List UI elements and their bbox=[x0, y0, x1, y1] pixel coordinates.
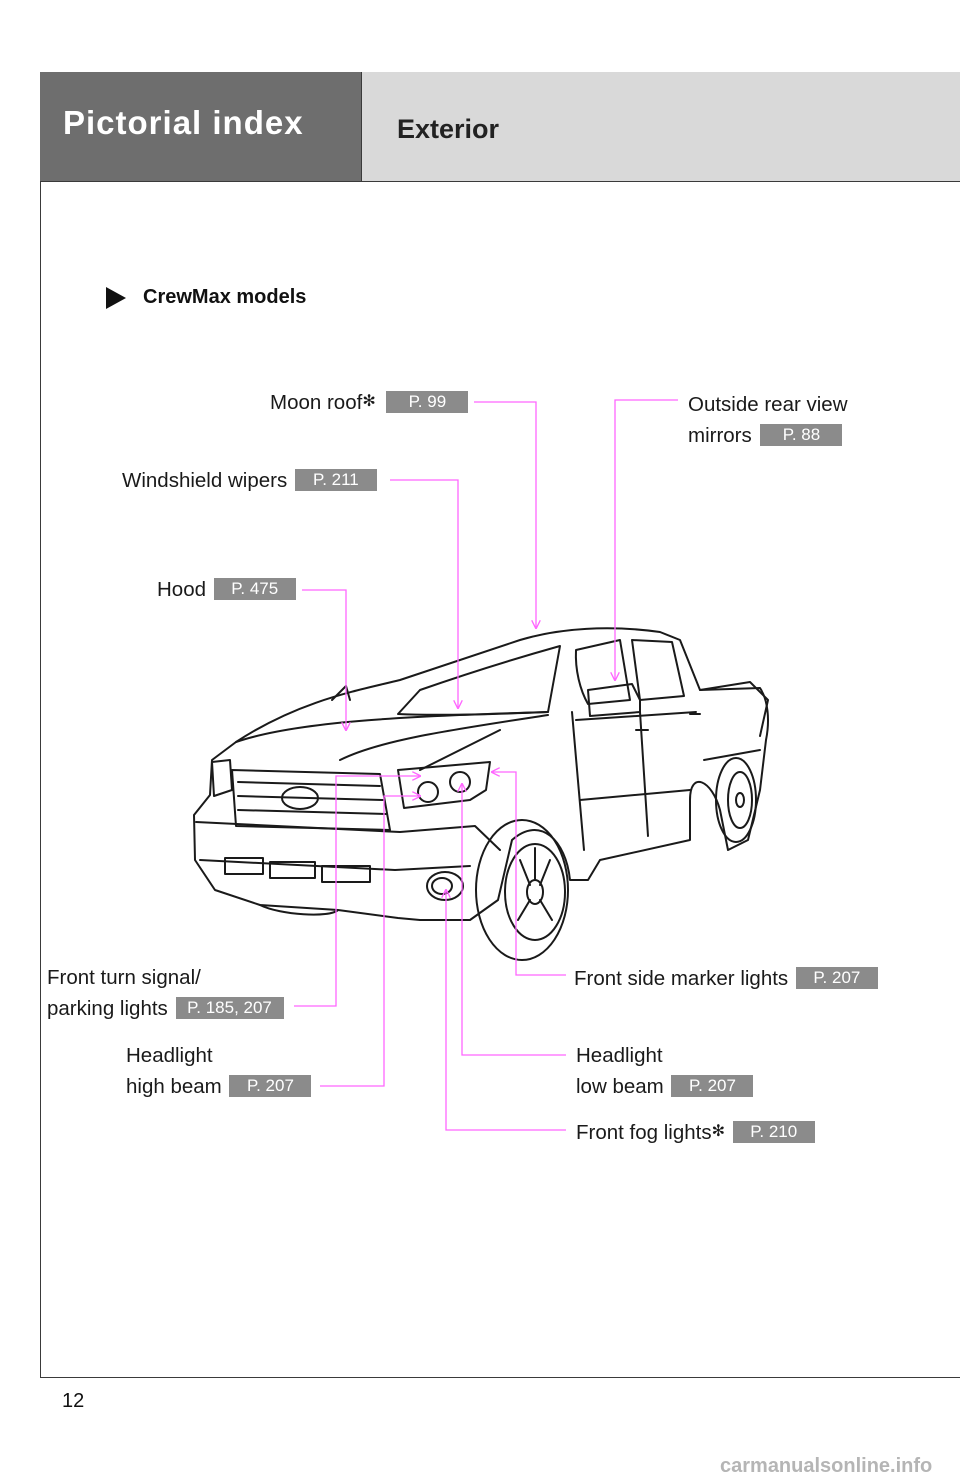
hood-page-link[interactable]: P. 475 bbox=[213, 577, 296, 600]
callout-front-fog-lights: Front fog lights✻ P. 210 bbox=[576, 1117, 815, 1150]
front-side-marker-label: Front side marker lights bbox=[574, 967, 789, 990]
headlight-low-label-line1: Headlight bbox=[576, 1044, 663, 1067]
watermark: carmanualsonline.info bbox=[720, 1455, 933, 1477]
callout-windshield-wipers: Windshield wipers P. 211 bbox=[122, 465, 377, 496]
headlight-low-label-line2: low beam bbox=[576, 1075, 664, 1098]
callout-moon-roof: Moon roof✻ P. 99 bbox=[270, 387, 469, 420]
model-heading-label: CrewMax models bbox=[143, 286, 307, 308]
headlight-high-label-line2: high beam bbox=[126, 1075, 222, 1098]
outside-mirrors-label-line1: Outside rear view bbox=[688, 393, 848, 416]
front-side-marker-page-link[interactable]: P. 207 bbox=[795, 966, 878, 989]
headlight-high-page-link[interactable]: P. 207 bbox=[229, 1074, 312, 1097]
header-title-panel bbox=[40, 72, 362, 182]
leader-lines bbox=[294, 399, 678, 1131]
outside-mirrors-label-line2: mirrors bbox=[688, 424, 752, 447]
front-turn-signal-label-line2: parking lights bbox=[47, 997, 168, 1020]
triangle-bullet-icon bbox=[106, 286, 126, 309]
front-turn-signal-label-line1: Front turn signal/ bbox=[47, 966, 201, 989]
section-title: Exterior bbox=[397, 114, 500, 144]
callout-front-turn-signal: Front turn signal/ parking lights P. 185… bbox=[47, 962, 284, 1024]
callout-outside-mirrors: Outside rear view mirrors P. 88 bbox=[688, 389, 848, 451]
callout-headlight-high-beam: Headlight high beam P. 207 bbox=[126, 1040, 312, 1102]
windshield-wipers-label: Windshield wipers bbox=[122, 469, 288, 492]
callout-hood: Hood P. 475 bbox=[157, 574, 296, 605]
page-title: Pictorial index bbox=[63, 104, 304, 141]
asterisk-icon: ✻ bbox=[362, 393, 376, 410]
moon-roof-label: Moon roof bbox=[270, 391, 363, 414]
callout-front-side-marker: Front side marker lights P. 207 bbox=[574, 963, 878, 994]
header-subtitle-panel bbox=[362, 72, 960, 182]
windshield-wipers-page-link[interactable]: P. 211 bbox=[294, 468, 377, 491]
truck-drawing bbox=[193, 627, 769, 961]
callout-headlight-low-beam: Headlight low beam P. 207 bbox=[576, 1040, 754, 1102]
moon-roof-page-link[interactable]: P. 99 bbox=[386, 390, 469, 413]
page-number: 12 bbox=[62, 1390, 85, 1412]
model-heading: CrewMax models bbox=[106, 286, 306, 309]
headlight-high-label-line1: Headlight bbox=[126, 1044, 213, 1067]
hood-label: Hood bbox=[157, 578, 207, 601]
outside-mirrors-page-link[interactable]: P. 88 bbox=[760, 423, 843, 446]
front-fog-page-link[interactable]: P. 210 bbox=[732, 1120, 815, 1143]
asterisk-icon: ✻ bbox=[711, 1123, 725, 1140]
headlight-low-page-link[interactable]: P. 207 bbox=[671, 1074, 754, 1097]
front-turn-signal-page-link[interactable]: P. 185, 207 bbox=[175, 996, 284, 1019]
front-fog-label: Front fog lights bbox=[576, 1121, 712, 1144]
